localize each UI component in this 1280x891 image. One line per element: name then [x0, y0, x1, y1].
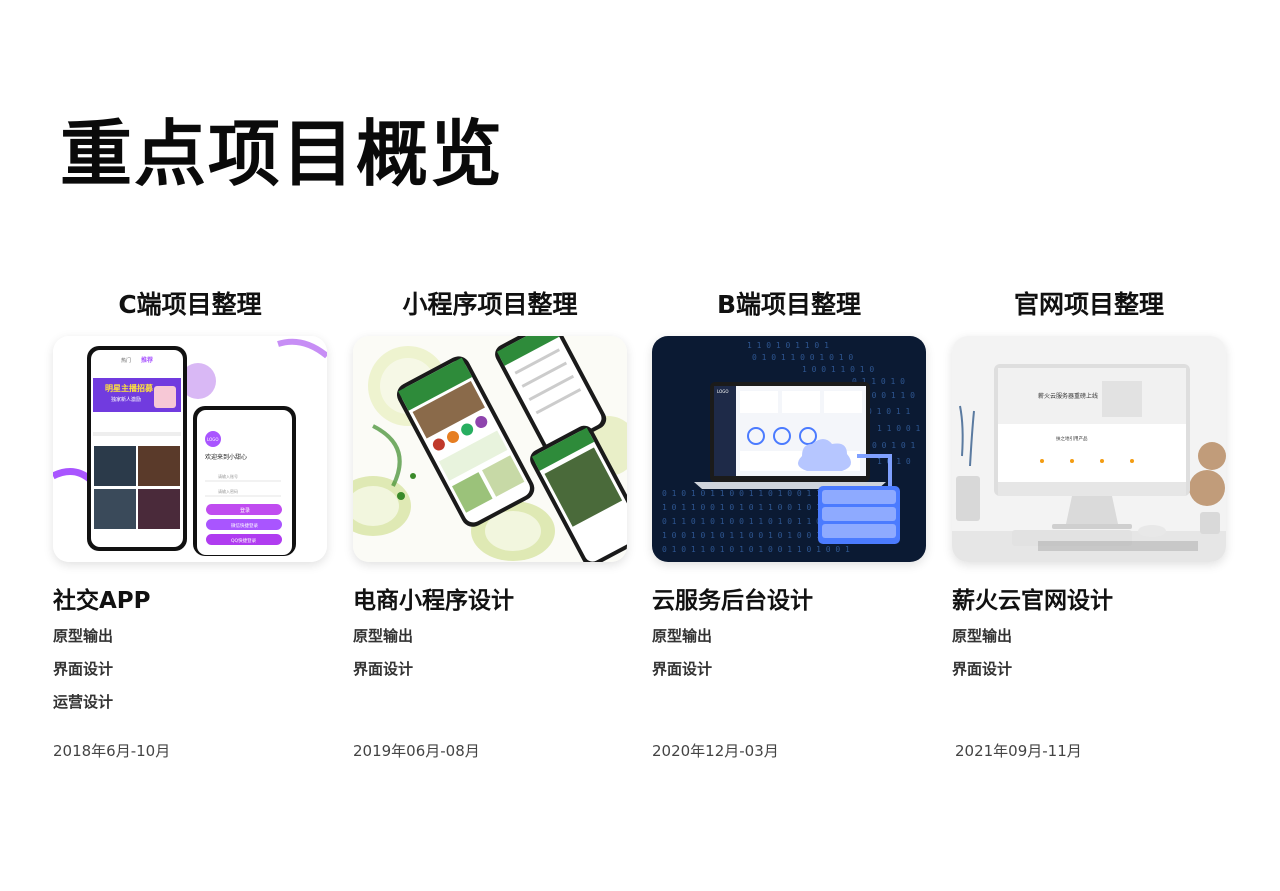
project-card-social-app[interactable]: 热门 推荐 明星主播招募 独家新人激励 LOGO 欢迎来到小甜心 请输入账号 请… — [53, 336, 327, 562]
task-item: 界面设计 — [353, 660, 414, 678]
project-column-mini-program: 小程序项目整理 — [353, 290, 627, 760]
project-name: 薪火云官网设计 — [952, 588, 1113, 614]
svg-text:1 0 0 1 1 0 1 0: 1 0 0 1 1 0 1 0 — [802, 365, 874, 374]
svg-text:0 1 1 0 1 0 1 0 0 1 1 0 1 0 1: 0 1 1 0 1 0 1 0 0 1 1 0 1 0 1 1 0 0 1 0 — [662, 517, 850, 526]
project-date: 2021年09月-11月 — [955, 742, 1082, 760]
login-label: 登录 — [240, 507, 250, 514]
admin-logo: LOGO — [717, 389, 728, 394]
mini-program-mockup-image — [353, 336, 627, 562]
password-placeholder: 请输入密码 — [218, 488, 238, 494]
column-heading: C端项目整理 — [118, 290, 262, 319]
qq-login-label: QQ快捷登录 — [231, 537, 257, 544]
project-name: 社交APP — [53, 588, 151, 614]
social-app-mockup-image: 热门 推荐 明星主播招募 独家新人激励 LOGO 欢迎来到小甜心 请输入账号 请… — [53, 336, 327, 562]
project-date: 2018年6月-10月 — [53, 742, 171, 760]
svg-text:1 0 0 1 0 1 0 1 1 0 0 1 0 1 0: 1 0 0 1 0 1 0 1 1 0 0 1 0 1 0 0 1 1 0 1 — [662, 531, 850, 540]
page-title: 重点项目概览 — [60, 112, 505, 196]
tab-recommend: 推荐 — [141, 356, 153, 364]
task-item: 原型输出 — [952, 627, 1013, 645]
project-column-cloud-admin: B端项目整理 1 1 0 1 0 1 1 0 1 0 1 0 1 1 0 0 1… — [652, 290, 926, 760]
hero-headline: 薪火云服务器重磅上线 — [1038, 392, 1098, 400]
welcome-text: 欢迎来到小甜心 — [205, 453, 247, 461]
svg-text:0 1 1 0 1 0: 0 1 1 0 1 0 — [852, 377, 905, 386]
svg-text:0 1 0 1 0 1 1 0 0 1 1 0 1 0 0: 0 1 0 1 0 1 1 0 0 1 1 0 1 0 0 1 1 0 1 0 — [662, 489, 850, 498]
svg-text:1 0 1 0: 1 0 1 0 — [877, 457, 911, 466]
hero-subline: 扶之地引用产品 — [1056, 435, 1088, 442]
project-name: 云服务后台设计 — [652, 588, 813, 614]
project-column-social-app: C端项目整理 热门 推荐 明星主播招募 独家新人激励 LO — [53, 290, 327, 760]
project-card-mini-program[interactable] — [353, 336, 627, 562]
task-list: 原型输出 界面设计 — [952, 626, 1226, 679]
task-item: 界面设计 — [952, 660, 1013, 678]
task-item: 原型输出 — [652, 627, 713, 645]
task-item: 原型输出 — [353, 627, 414, 645]
banner-title: 明星主播招募 — [105, 383, 154, 393]
project-name: 电商小程序设计 — [353, 588, 514, 614]
svg-text:0 1 0 1 1 0 0 1 0 1 0: 0 1 0 1 1 0 0 1 0 1 0 — [752, 353, 853, 362]
svg-text:0 1 0 1 1 0 1 0 1 0 1 0 0 1 1: 0 1 0 1 1 0 1 0 1 0 1 0 0 1 1 0 1 0 0 1 — [662, 545, 850, 554]
tab-hot: 热门 — [121, 357, 131, 364]
cloud-admin-mockup-image: 1 1 0 1 0 1 1 0 1 0 1 0 1 1 0 0 1 0 1 0 … — [652, 336, 926, 562]
svg-text:1 0 1 1 0 0 1 0 1 0 1 1 0 0 1: 1 0 1 1 0 0 1 0 1 0 1 1 0 0 1 0 1 0 1 1 — [662, 503, 850, 512]
task-list: 原型输出 界面设计 运营设计 — [53, 626, 327, 712]
website-mockup-image: 薪火云服务器重磅上线 扶之地引用产品 — [952, 336, 1226, 562]
column-heading: B端项目整理 — [716, 290, 862, 319]
project-date: 2020年12月-03月 — [652, 742, 779, 760]
task-item: 运营设计 — [53, 693, 114, 711]
column-heading: 官网项目整理 — [1013, 290, 1164, 319]
app-logo: LOGO — [207, 437, 218, 442]
svg-text:0 0 1 0 1: 0 0 1 0 1 — [872, 441, 916, 450]
svg-text:1 0 0 1 1 0: 1 0 0 1 1 0 — [862, 391, 915, 400]
task-list: 原型输出 界面设计 — [652, 626, 926, 679]
svg-text:1 1 0 1 0 1 1 0 1: 1 1 0 1 0 1 1 0 1 — [747, 341, 829, 350]
column-heading: 小程序项目整理 — [402, 290, 578, 319]
svg-text:0 1 0 1 1: 0 1 0 1 1 — [867, 407, 911, 416]
project-date: 2019年06月-08月 — [353, 742, 480, 760]
task-item: 原型输出 — [53, 627, 114, 645]
project-card-cloud-admin[interactable]: 1 1 0 1 0 1 1 0 1 0 1 0 1 1 0 0 1 0 1 0 … — [652, 336, 926, 562]
account-placeholder: 请输入账号 — [218, 473, 238, 479]
project-column-website: 官网项目整理 薪火云服务器重磅上线 扶之地引用产品 — [952, 290, 1226, 760]
project-card-website[interactable]: 薪火云服务器重磅上线 扶之地引用产品 — [952, 336, 1226, 562]
task-item: 界面设计 — [652, 660, 713, 678]
task-item: 界面设计 — [53, 660, 114, 678]
banner-subtitle: 独家新人激励 — [111, 396, 141, 403]
wechat-login-label: 微信快捷登录 — [231, 522, 258, 529]
svg-text:1 1 0 0 1: 1 1 0 0 1 — [877, 424, 921, 433]
task-list: 原型输出 界面设计 — [353, 626, 627, 679]
